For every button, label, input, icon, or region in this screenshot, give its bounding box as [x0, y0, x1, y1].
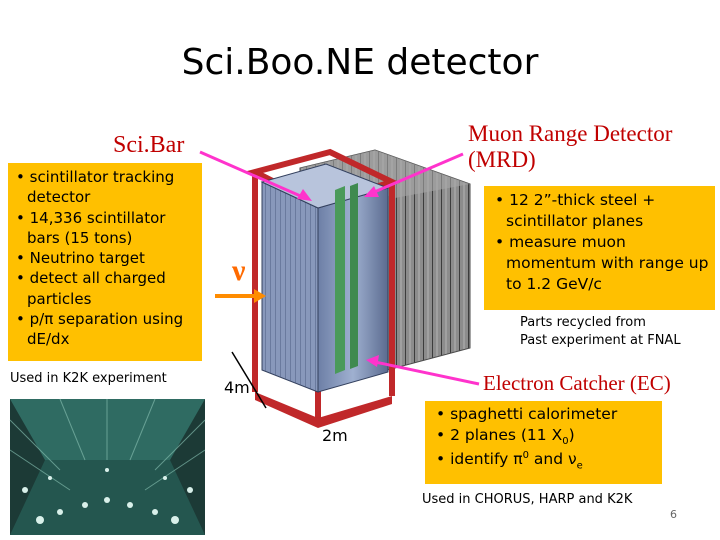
- depth-dimension-label: 2m: [322, 426, 348, 445]
- mrd-bullet: measure muon momentum with range up to 1…: [490, 232, 711, 295]
- mrd-pointer-arrow: [364, 152, 464, 197]
- slide-title: Sci.Boo.NE detector: [181, 42, 539, 83]
- ec-bullet: 2 planes (11 X0): [431, 425, 658, 449]
- height-dimension-line: [231, 351, 267, 409]
- height-dimension-label: 4m: [224, 378, 250, 397]
- ec-heading: Electron Catcher (EC): [483, 371, 671, 395]
- mrd-heading-line1: Muon Range Detector: [468, 121, 673, 146]
- mrd-heading-line2: (MRD): [468, 147, 536, 173]
- scibar-pointer-arrow: [199, 150, 312, 201]
- ec-info-box: spaghetti calorimeter 2 planes (11 X0) i…: [425, 401, 662, 484]
- scibar-bullet: p/π separation using dE/dx: [11, 309, 200, 350]
- neutrino-beam-arrow: [215, 289, 266, 303]
- mrd-note-line2: Past experiment at FNAL: [520, 333, 681, 349]
- mrd-note: Parts recycled from Past experiment at F…: [520, 314, 681, 350]
- ec-bullet: identify π0 and νe: [431, 449, 658, 473]
- scibar-module: [260, 163, 390, 393]
- scibar-bullet: 14,336 scintillator bars (15 tons): [11, 208, 200, 249]
- scibar-bullet: detect all charged particles: [11, 268, 200, 309]
- mrd-heading: Muon Range Detector (MRD): [468, 121, 672, 174]
- mrd-bullet: 12 2”-thick steel + scintillator planes: [490, 190, 711, 232]
- scibar-bullet: Neutrino target: [11, 248, 200, 268]
- scibar-bullet: scintillator tracking detector: [11, 167, 200, 208]
- neutrino-symbol: ν: [232, 254, 246, 287]
- page-number: 6: [670, 508, 677, 521]
- electron-catcher-module: [335, 183, 358, 374]
- scibar-photo: [9, 398, 206, 535]
- scibar-info-box: scintillator tracking detector 14,336 sc…: [8, 163, 202, 361]
- scibar-heading: Sci.Bar: [113, 132, 185, 158]
- ec-pointer-arrow: [366, 355, 480, 386]
- mrd-note-line1: Parts recycled from: [520, 315, 646, 330]
- scibar-note: Used in K2K experiment: [10, 371, 167, 386]
- ec-bullet: spaghetti calorimeter: [431, 404, 658, 425]
- ec-note: Used in CHORUS, HARP and K2K: [422, 492, 633, 507]
- mrd-info-box: 12 2”-thick steel + scintillator planes …: [484, 186, 715, 310]
